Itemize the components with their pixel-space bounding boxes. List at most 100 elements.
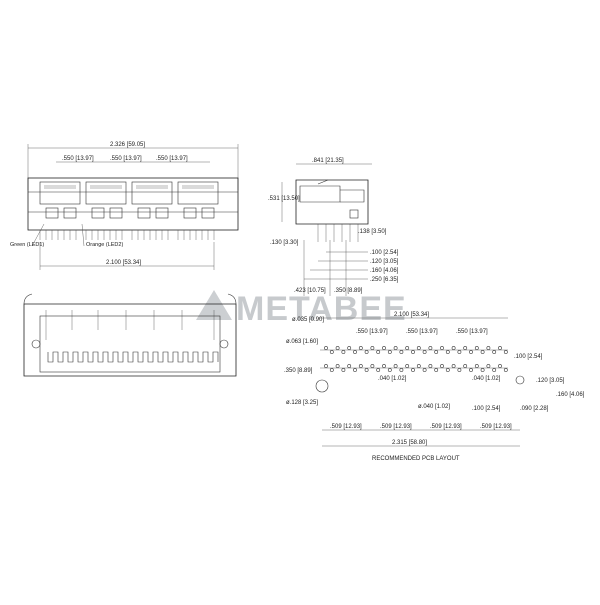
pitch-dim-2: .550 [13.97] [110,156,142,162]
pcb-pad [480,350,485,354]
pcb-pad [498,346,502,350]
pcb-pad [382,346,386,350]
watermark: METABEE [196,290,407,328]
side-view: .841 [21.35] .531 [13.50] .130 [3.30] .1… [268,158,399,296]
pcb-pad [347,346,352,350]
mount-hole-left [315,379,329,393]
pcb-pad [353,350,357,354]
rear-view [23,293,237,377]
seg-509a-dim: .509 [12.93] [330,424,362,430]
pcb-layout: 2.100 [53.34] ø.035 [0.90] ø.063 [1.60] … [284,312,585,462]
mount-hole-right [515,375,525,385]
pcb-pad [416,346,421,350]
pcb-pitch-b: .550 [13.97] [406,329,438,335]
pcb-pad [329,368,334,372]
watermark-text: METABEE [236,290,407,328]
pcb-pad [411,350,415,354]
pcb-pad [399,350,404,354]
seg-509d-dim: .509 [12.93] [480,424,512,430]
pcb-pad [457,350,462,354]
pads [324,346,508,372]
pcb-span-dim: 2.100 [53.34] [394,312,429,318]
pin-span-dim: 2.100 [53.34] [106,260,141,266]
pcb-pad [503,350,508,354]
pcb-pad [335,364,340,368]
pcb-pad [463,364,468,368]
pin-120-dim: .120 [3.05] [370,259,399,265]
pcb-pad [474,364,479,368]
pcb-pad [341,350,346,354]
hole-128-dim: ø.128 [3.25] [286,400,318,406]
pcb-pad [387,350,392,354]
edge-160-dim: .160 [4.06] [556,392,585,398]
pcb-pitch-c: .550 [13.97] [456,329,488,335]
row-100b-dim: .100 [2.54] [472,406,501,412]
pcb-pad [370,346,375,350]
edge-090-dim: .090 [2.28] [520,406,549,412]
pin-dims: .100 [2.54] .120 [3.05] .160 [4.06] .250… [303,240,399,296]
gap-040b-dim: .040 [1.02] [472,376,501,382]
pcb-pitch-a: .550 [13.97] [356,329,388,335]
pin-100-dim: .100 [2.54] [370,250,399,256]
pcb-pad [422,368,427,372]
offset-350-dim: .350 [8.89] [334,288,363,294]
pcb-pad [486,364,491,368]
led2-label: Orange (LED2) [86,242,123,248]
dist-350-dim: .350 [8.89] [284,368,313,374]
pcb-pad [353,368,357,372]
port-openings [39,181,219,219]
pcb-pad [492,350,497,354]
pcb-pad [440,364,444,368]
pcb-pad [405,346,410,350]
pcb-pad [474,346,479,350]
pcb-pad [376,368,381,372]
pin-250-dim: .250 [6.35] [370,277,399,283]
pcb-pad [434,368,439,372]
offset-423-dim: .423 [10.75] [294,288,326,294]
pcb-pad [393,346,398,350]
pcb-pad [451,364,456,368]
pcb-pad [364,350,369,354]
pcb-pad [399,368,404,372]
pcb-pad [498,364,502,368]
pcb-pad [335,346,340,350]
pcb-pad [451,346,456,350]
seg-509b-dim: .509 [12.93] [380,424,412,430]
pcb-pad [411,368,415,372]
led1-label: Green (LED1) [10,242,44,248]
pcb-pad [503,368,508,372]
pcb-pad [341,368,346,372]
pcb-pad [376,350,381,354]
tail-138-dim: .138 [3.50] [358,229,387,235]
pcb-pad [434,350,439,354]
depth-dim: .841 [21.35] [312,158,344,164]
pcb-pad [457,368,462,372]
pcb-pad [382,364,386,368]
edge-120-dim: .120 [3.05] [536,378,565,384]
pcb-pad [445,350,450,354]
pcb-pad [480,368,485,372]
hole-040-dim: ø.040 [1.02] [418,404,450,410]
pcb-pad [358,346,363,350]
gap-040a-dim: .040 [1.02] [378,376,407,382]
pcb-pad [324,364,328,368]
standoff-dim: .130 [3.30] [270,240,299,246]
hole-063-dim: ø.063 [1.60] [286,339,318,345]
seg-509c-dim: .509 [12.93] [430,424,462,430]
pcb-pad [347,364,352,368]
pcb-pad [469,350,473,354]
pad-rows [320,349,508,369]
pcb-pad [469,368,473,372]
pcb-pad [428,346,433,350]
pcb-pad [405,364,410,368]
pin-160-dim: .160 [4.06] [370,268,399,274]
pcb-pad [463,346,468,350]
height-dim: .531 [13.50] [268,196,300,202]
pcb-pad [393,364,398,368]
overall-2315-dim: 2.315 [58.80] [392,440,427,446]
pcb-pad [416,364,421,368]
pcb-pad [422,350,427,354]
pitch-dim-3: .550 [13.97] [156,156,188,162]
